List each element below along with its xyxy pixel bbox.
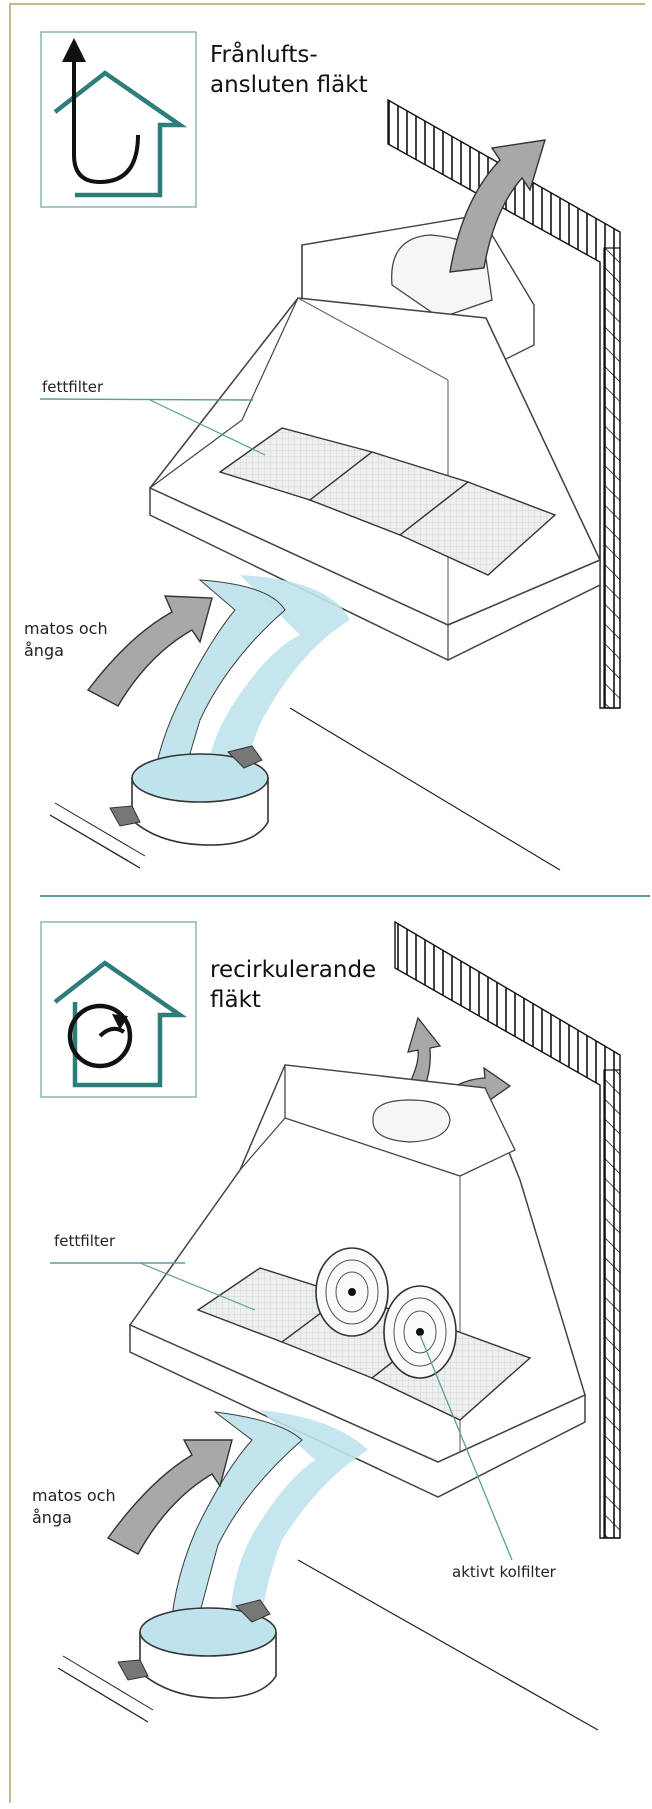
cooking-pot-bottom (118, 1600, 276, 1698)
steam-label-top: matos och ånga (24, 618, 108, 662)
steam-label-bottom: matos och ånga (32, 1485, 116, 1529)
carbon-filter-label: aktivt kolfilter (452, 1563, 556, 1581)
countertop-lines-top (50, 708, 560, 870)
recirculation-title: recirkulerande fläkt (210, 955, 376, 1015)
exhaust-icon-box (41, 32, 196, 207)
exhaust-title: Frånlufts- ansluten fläkt (210, 40, 368, 100)
recirculation-icon-box (41, 922, 196, 1097)
filter-label-bottom: fettfilter (54, 1232, 115, 1250)
filter-label-top: fettfilter (42, 378, 103, 396)
cooking-pot-top (110, 746, 268, 845)
countertop-lines-bottom (58, 1560, 598, 1730)
